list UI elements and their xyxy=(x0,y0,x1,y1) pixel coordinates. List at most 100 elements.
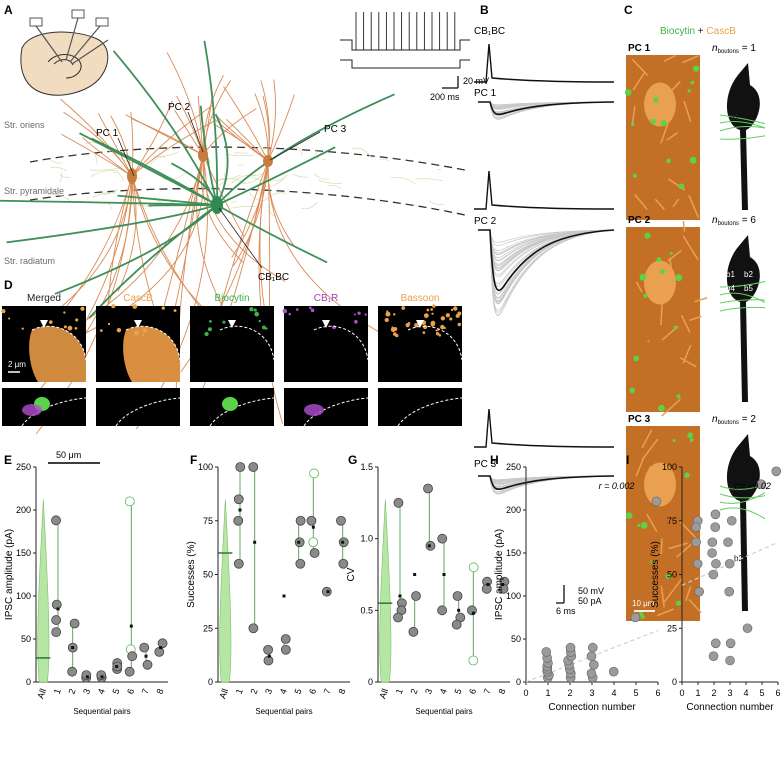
axon-branch xyxy=(49,158,63,164)
panel-label-b: B xyxy=(480,3,489,17)
data-point xyxy=(437,533,448,544)
data-point xyxy=(263,644,273,655)
x-tick-label: All xyxy=(217,687,230,700)
biocytin-bouton xyxy=(687,432,693,439)
scale-b-pa: 50 pA xyxy=(578,596,602,606)
puncta xyxy=(455,313,460,318)
mean-marker xyxy=(56,607,60,611)
soma-outline-fill xyxy=(29,326,86,382)
x-tick-label: 4 xyxy=(611,688,616,698)
axon-contact xyxy=(719,135,766,140)
y-tick-label: 150 xyxy=(506,548,521,558)
x-tick-label: 3 xyxy=(727,688,732,698)
label-cb1bc: CB₁BC xyxy=(258,272,289,283)
axon-branch xyxy=(351,147,373,159)
puncta xyxy=(431,312,434,315)
data-point xyxy=(724,586,735,597)
y-tick-label: 50 xyxy=(667,570,677,580)
apical-dendrite xyxy=(202,74,224,156)
data-point xyxy=(589,659,599,670)
soma-dashed-outline xyxy=(31,325,87,361)
immuno-zoom-image xyxy=(378,388,462,426)
axon-branch xyxy=(59,174,71,179)
data-point xyxy=(710,522,721,533)
trace-label-pc1: PC 1 xyxy=(474,88,497,99)
basal-dendrite xyxy=(117,175,137,292)
x-tick-label: 4 xyxy=(96,687,107,695)
x-tick-label: 5 xyxy=(759,688,764,698)
biocytin-bouton xyxy=(678,183,685,190)
dendrite-signal xyxy=(682,235,699,261)
data-point xyxy=(248,623,259,634)
puncta xyxy=(99,329,103,332)
data-point xyxy=(411,591,421,601)
mean-marker xyxy=(282,594,286,598)
violin-all xyxy=(219,499,232,683)
x-axis-label: Connection number xyxy=(548,702,636,713)
confocal-image xyxy=(626,227,700,412)
dendrite-signal xyxy=(680,314,691,333)
dendrite-signal xyxy=(682,221,686,232)
reconstruction-silhouette xyxy=(726,63,760,210)
biocytin-bouton xyxy=(687,88,691,93)
axon-branch xyxy=(93,154,98,164)
data-point xyxy=(742,623,753,634)
mean-marker xyxy=(457,608,461,612)
channel-label: Bassoon xyxy=(401,293,440,304)
data-point xyxy=(393,612,403,623)
puncta xyxy=(384,317,389,323)
y-tick-label: 150 xyxy=(16,548,31,558)
bouton-count: nboutons = 6 xyxy=(712,215,756,227)
bouton-label: b4 xyxy=(726,284,735,293)
x-tick-label: 2 xyxy=(711,688,716,698)
y-tick-label: 100 xyxy=(662,462,677,472)
puncta xyxy=(401,306,406,310)
axon-branch xyxy=(107,203,112,210)
data-point xyxy=(124,496,135,507)
puncta xyxy=(449,317,453,321)
puncta xyxy=(440,324,445,330)
ipsc-trial-trace xyxy=(478,229,615,304)
data-point xyxy=(408,626,419,637)
bouton-label: b2 xyxy=(734,554,743,563)
dendrite-signal xyxy=(647,340,650,343)
puncta xyxy=(426,308,430,312)
slice-schematic-icon xyxy=(20,9,109,96)
biocytin-bouton xyxy=(690,80,695,85)
panel-label-f: F xyxy=(190,453,197,467)
axon-branch xyxy=(224,154,254,157)
y-tick-label: 75 xyxy=(203,516,213,526)
bouton-label: b1 xyxy=(726,270,735,279)
panel-label-d: D xyxy=(4,278,13,292)
mean-marker xyxy=(71,646,75,650)
x-tick-label: 0 xyxy=(679,688,684,698)
arrowhead-icon xyxy=(40,320,48,328)
x-tick-label: All xyxy=(377,687,390,700)
x-tick-label: 5 xyxy=(292,687,303,695)
puncta xyxy=(435,329,438,332)
data-point xyxy=(651,496,662,507)
puncta xyxy=(8,317,11,320)
scalebar-a-label: 50 μm xyxy=(56,450,81,460)
y-axis-label: Successes (%) xyxy=(186,541,197,608)
axon-branch xyxy=(50,166,68,172)
label-pc2: PC 2 xyxy=(168,102,191,113)
apical-dendrite xyxy=(226,119,269,162)
axon-branch xyxy=(232,205,256,209)
y-axis-label: Successes (%) xyxy=(650,541,661,608)
apical-dendrite xyxy=(202,80,231,156)
panel-label-a: A xyxy=(4,3,13,17)
puncta xyxy=(116,327,122,333)
axon-contact xyxy=(719,280,766,288)
biocytin-bouton xyxy=(666,158,671,164)
puncta xyxy=(63,325,67,329)
x-tick-label: 1 xyxy=(545,688,550,698)
dendrite-signal xyxy=(641,429,653,449)
arrowhead-icon xyxy=(228,320,236,328)
dendrite-signal xyxy=(663,54,676,63)
axon-branch xyxy=(429,201,445,205)
data-point xyxy=(233,494,244,505)
y-tick-label: 200 xyxy=(16,505,31,515)
x-tick-label: 1 xyxy=(394,687,405,695)
data-point xyxy=(127,651,138,662)
